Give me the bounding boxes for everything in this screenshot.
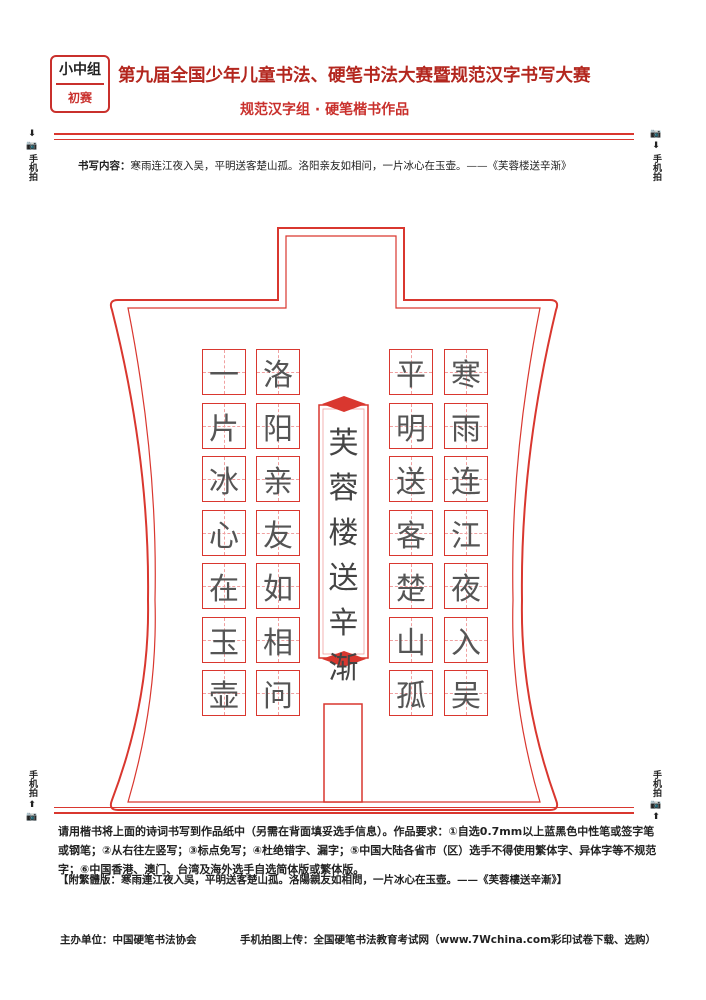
title-character: 芙 [328, 426, 359, 461]
side-label-bottom-right: 手机拍 📷⬆ [648, 770, 664, 823]
side-label-bottom-left: 手机拍 ⬆📷 [24, 770, 40, 823]
poem-title-scroll: 芙蓉楼送辛渐 [319, 405, 368, 686]
camera-icon: 📷⬇ [650, 129, 662, 151]
grid-cell: 在 [202, 563, 246, 609]
grid-cell: 相 [256, 616, 300, 663]
traditional-version: 【附繁體版：寒雨連江夜入吳，平明送客楚山孤。洛陽親友如相問，一片冰心在玉壺。——… [58, 874, 568, 886]
grid-character: 明 [396, 411, 426, 447]
grid-cell: 明 [389, 402, 433, 449]
page-subtitle: 规范汉字组 · 硬笔楷书作品 [240, 102, 410, 118]
poem-title: 芙蓉楼送辛渐 [319, 421, 368, 691]
grid-character: 相 [263, 625, 293, 661]
grid-character: 孤 [396, 679, 426, 714]
scroll-bottom-ornament [322, 651, 366, 667]
title-character: 楼 [328, 516, 359, 551]
grid-character: 冰 [209, 465, 239, 500]
grid-character: 壶 [209, 679, 239, 714]
title-character: 送 [328, 561, 359, 596]
bottom-rule [54, 812, 634, 814]
grid-cell: 雨 [444, 402, 488, 449]
grid-character: 洛 [263, 358, 293, 393]
grid-character: 送 [396, 465, 426, 500]
grid-cell: 入 [444, 616, 488, 663]
grid-character: 亲 [263, 465, 293, 500]
grid-character: 友 [263, 518, 293, 554]
grid-character: 夜 [451, 572, 481, 607]
grid-cell: 山 [389, 616, 433, 663]
grid-cell: 一 [202, 349, 246, 395]
side-label-top-right: 📷⬇ 手机拍 [648, 128, 664, 181]
group-badge: 小中组 初赛 [50, 55, 110, 113]
grid-character: 阳 [263, 411, 293, 447]
title-character: 蓉 [328, 471, 359, 506]
grid-character: 问 [263, 679, 293, 714]
grid-cell: 如 [256, 563, 300, 609]
grid-cell: 阳 [256, 402, 300, 449]
grid-character: 在 [209, 572, 239, 607]
frame-notch [323, 703, 363, 803]
grid-character: 连 [451, 465, 481, 500]
grid-cell: 夜 [444, 563, 488, 609]
grid-cell: 片 [202, 402, 246, 449]
grid-cell: 问 [256, 670, 300, 716]
grid-character: 吴 [451, 679, 481, 714]
title-character: 渐 [328, 651, 359, 686]
grid-character: 山 [396, 625, 426, 661]
grid-cell: 连 [444, 456, 488, 502]
grid-cell: 心 [202, 509, 246, 556]
top-rule-thin [54, 139, 634, 140]
camera-icon: ⬇📷 [26, 129, 38, 151]
badge-group: 小中组 [59, 62, 101, 78]
scroll-top-ornament [322, 396, 366, 412]
grid-character: 雨 [451, 411, 481, 447]
grid-cell: 平 [389, 349, 433, 395]
grid-character: 寒 [451, 358, 481, 393]
bottom-rule-thin [54, 807, 634, 808]
grid-character: 心 [209, 518, 239, 554]
grid-cell: 友 [256, 509, 300, 556]
grid-cell: 玉 [202, 616, 246, 663]
grid-character: 平 [396, 358, 426, 393]
grid-character: 楚 [396, 572, 426, 607]
frame-inner [127, 235, 541, 803]
writing-content: 书写内容：寒雨连江夜入吴，平明送客楚山孤。洛阳亲友如相问，一片冰心在玉壶。——《… [78, 160, 572, 172]
grid-character: 片 [209, 411, 239, 447]
top-rule [54, 133, 634, 135]
grid-cell: 壶 [202, 670, 246, 716]
page-title: 第九届全国少年儿童书法、硬笔书法大赛暨规范汉字书写大赛 [118, 66, 591, 86]
grid-cell: 寒 [444, 349, 488, 395]
grid-cell: 亲 [256, 456, 300, 502]
grid-character: 一 [209, 358, 239, 393]
grid-character: 江 [451, 518, 481, 554]
camera-icon: 📷⬆ [650, 800, 662, 822]
camera-icon: ⬆📷 [26, 800, 38, 822]
instructions: 请用楷书将上面的诗词书写到作品纸中（另需在背面填妥选手信息）。作品要求：①自选0… [58, 825, 657, 876]
title-character: 辛 [328, 606, 359, 641]
grid-character: 入 [451, 625, 481, 661]
grid-character: 如 [263, 572, 293, 607]
organizer: 主办单位：中国硬笔书法协会 [60, 934, 197, 946]
grid-character: 玉 [209, 625, 239, 661]
grid-cell: 江 [444, 509, 488, 556]
grid-cell: 吴 [444, 670, 488, 716]
frame-outer [109, 227, 559, 811]
upload-info: 手机拍图上传：全国硬笔书法教育考试网（www.7Wchina.com彩印试卷下载… [240, 934, 657, 946]
grid-cell: 孤 [389, 670, 433, 716]
scroll-border [318, 404, 369, 659]
side-label-top-left: ⬇📷 手机拍 [24, 128, 40, 181]
grid-cell: 洛 [256, 349, 300, 395]
grid-character: 客 [396, 518, 426, 554]
grid-cell: 冰 [202, 456, 246, 502]
grid-cell: 客 [389, 509, 433, 556]
badge-stage: 初赛 [67, 91, 92, 105]
grid-cell: 楚 [389, 563, 433, 609]
grid-cell: 送 [389, 456, 433, 502]
badge-divider [56, 83, 104, 85]
